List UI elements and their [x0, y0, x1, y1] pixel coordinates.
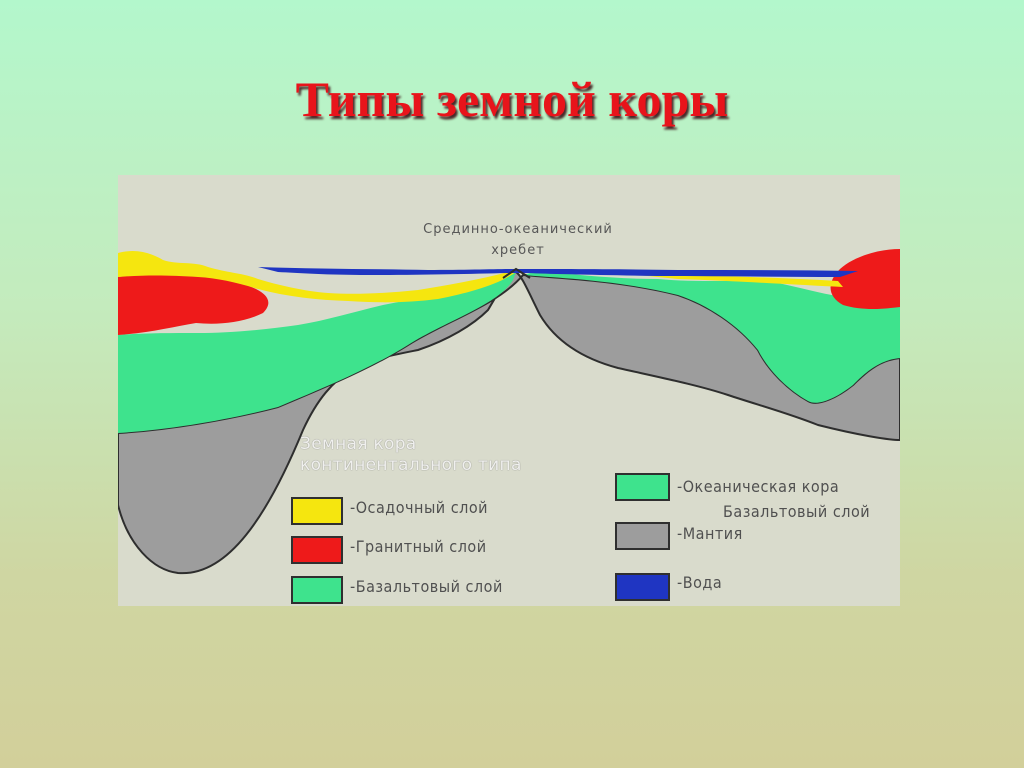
legend-swatch-oceanic-crust	[615, 473, 670, 501]
legend-label-continental-basalt: -Базальтовый слой	[350, 577, 503, 596]
legend-swatch-granite	[291, 536, 343, 564]
legend-swatch-mantle	[615, 522, 670, 550]
continental-basalt-layer	[118, 272, 516, 433]
right-granite-layer	[830, 249, 900, 309]
legend-label-mantle: -Мантия	[677, 524, 743, 543]
legend-heading-line2: континентального типа	[300, 455, 522, 475]
continental-sediment-layer	[118, 251, 516, 303]
mid-ocean-ridge-label: Срединно-океанический хребет	[408, 219, 628, 261]
ridge-label-line1: Срединно-океанический	[423, 222, 613, 237]
slide-title: Типы земной коры	[295, 71, 729, 127]
legend-swatch-sediment	[291, 497, 343, 525]
water-layer	[258, 267, 858, 277]
legend-label-sediment: -Осадочный слой	[350, 498, 488, 517]
legend-label-granite: -Гранитный слой	[350, 537, 487, 556]
continental-granite-layer	[118, 274, 269, 335]
crust-cross-section-diagram: Срединно-океанический хребет Земная кора…	[118, 175, 900, 606]
legend-swatch-water	[615, 573, 670, 601]
oceanic-basalt-layer	[523, 271, 900, 403]
ridge-label-line2: хребет	[491, 243, 545, 258]
continental-legend-heading: Земная кора континентального типа	[300, 434, 522, 476]
right-sediment-layer	[638, 275, 843, 287]
legend-label-oceanic-crust: -Океаническая кора	[677, 477, 840, 496]
legend-heading-line1: Земная кора	[300, 434, 417, 454]
legend-swatch-continental-basalt	[291, 576, 343, 604]
legend-label-water: -Вода	[677, 573, 723, 592]
legend-label-oceanic-crust-line2: Базальтовый слой	[723, 502, 871, 521]
cross-section-drawing	[118, 249, 900, 575]
